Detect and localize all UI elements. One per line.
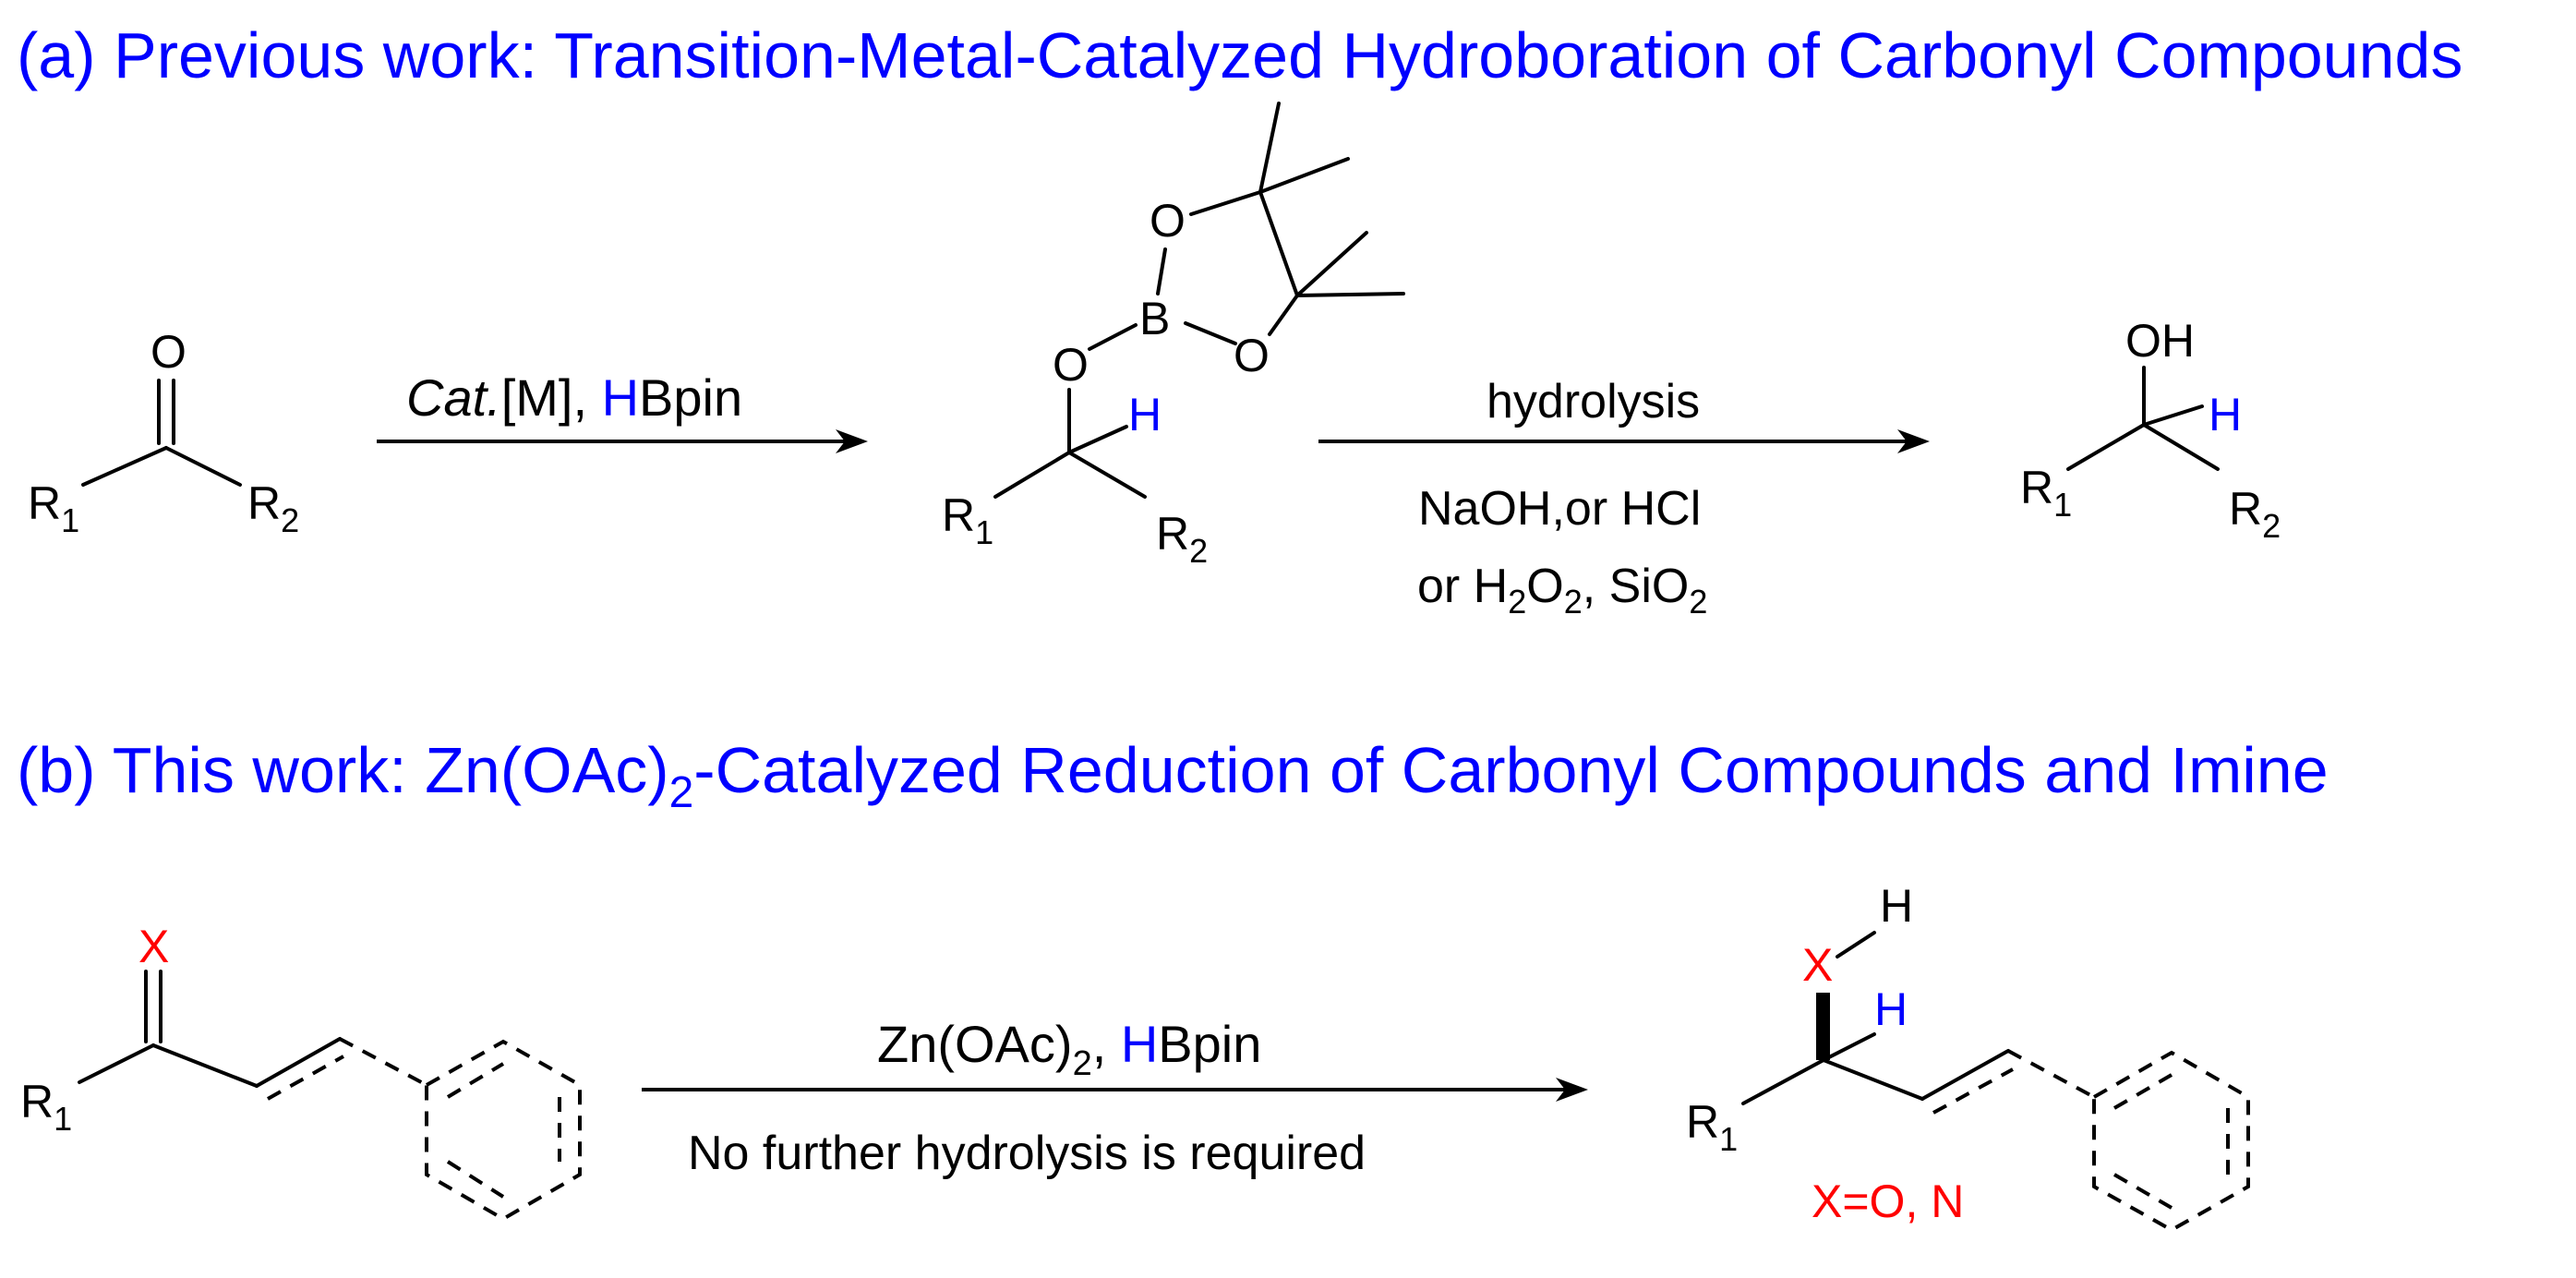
ketone-r2-bond (164, 446, 242, 487)
ester-r2: R2 (1156, 508, 1208, 570)
alcohol-r2-bond (2142, 423, 2220, 471)
methyl-1 (1258, 102, 1281, 194)
product-c-h-bond (1822, 1032, 1876, 1062)
product-x-h-bond (1836, 931, 1876, 958)
alcohol-c-h-bond (2142, 404, 2204, 427)
methyl-4 (1295, 292, 1405, 297)
methyl-2 (1258, 157, 1350, 194)
substrate-r1-bond (78, 1043, 155, 1084)
step2-above: hydrolysis (1487, 375, 1700, 428)
substrate-r1: R1 (20, 1076, 72, 1138)
ester-h: H (1128, 389, 1162, 440)
ester-r1-bond (993, 451, 1071, 499)
product-phenyl-inner-1 (2113, 1073, 2173, 1110)
substrate-alkene (255, 1037, 342, 1088)
product-structure: X H H R1 (1686, 880, 2250, 1233)
boron-atom: B (1139, 293, 1170, 344)
step2-below-1: NaOH,or HCl (1418, 482, 1701, 536)
arrow-2: hydrolysis NaOH,or HCl or H2O2, SiO2 (1318, 375, 1930, 621)
substrate-phenyl-ring (425, 1039, 582, 1222)
product-alkene (1920, 1049, 2010, 1101)
product-wedge-bond (1816, 993, 1830, 1060)
ketone-r1: R1 (28, 477, 79, 539)
alcohol-structure: OH H R1 R2 (2020, 315, 2281, 545)
ester-o-b-bond (1088, 323, 1138, 351)
product-c-c-bond (1822, 1058, 1924, 1101)
step2-below-2: or H2O2, SiO2 (1417, 560, 1707, 621)
substrate-alkene-dashed (267, 1055, 344, 1101)
methyl-3 (1295, 231, 1368, 297)
product-h: H (1874, 983, 1908, 1035)
substrate-phenyl-inner-1 (446, 1062, 505, 1099)
arrow-1-head (836, 429, 868, 453)
pin-cc-bond (1258, 190, 1299, 297)
ester-r1: R1 (942, 489, 993, 551)
step3-above: Zn(OAc)2, HBpin (877, 1015, 1261, 1083)
arrow-3-head (1556, 1078, 1588, 1102)
pin-b-otop-bond (1156, 247, 1167, 295)
product-phenyl-ring (2092, 1050, 2250, 1233)
substrate-x: X (138, 921, 169, 972)
substrate-phenyl-inner-3 (446, 1160, 505, 1199)
alcohol-r1: R1 (2020, 462, 2072, 524)
product-aryl-link (2007, 1049, 2095, 1099)
pin-c-oright-bond (1268, 294, 1299, 336)
ester-r2-bond (1067, 451, 1147, 499)
product-r1-bond (1741, 1058, 1825, 1105)
pin-oxygen-right: O (1234, 330, 1270, 381)
pin-oright-b-bond (1184, 321, 1237, 345)
pin-oxygen-top: O (1150, 195, 1186, 247)
arrow-3: Zn(OAc)2, HBpin No further hydrolysis is… (642, 1015, 1588, 1180)
arrow-1: Cat.[M], HBpin (377, 368, 868, 453)
heading-a: (a) Previous work: Transition-Metal-Cata… (17, 19, 2462, 91)
ester-oxygen: O (1053, 339, 1089, 391)
substrate-aryl-link (339, 1037, 427, 1087)
product-r1: R1 (1686, 1096, 1738, 1158)
borate-ester-structure: O B O O H R1 R2 (942, 102, 1405, 570)
step3-below: No further hydrolysis is required (688, 1127, 1366, 1180)
alcohol-r1-bond (2066, 423, 2146, 471)
alcohol-h: H (2209, 389, 2242, 440)
ketone-r1-bond (81, 446, 168, 487)
product-xh: H (1880, 880, 1913, 932)
step1-label: Cat.[M], HBpin (406, 368, 742, 427)
heading-b: (b) This work: Zn(OAc)2-Catalyzed Reduct… (17, 734, 2329, 817)
ketone-r2: R2 (247, 477, 299, 539)
x-definition: X=O, N (1812, 1176, 1964, 1227)
product-x: X (1802, 939, 1833, 991)
alcohol-oh: OH (2125, 315, 2195, 367)
substrate-structure: X R1 (20, 921, 582, 1222)
ketone-oxygen: O (150, 326, 187, 378)
alcohol-r2: R2 (2229, 483, 2281, 545)
ester-c-h-bond (1067, 425, 1128, 454)
ketone-structure: O R1 R2 (28, 326, 299, 539)
product-phenyl-inner-3 (2113, 1173, 2173, 1210)
substrate-c-c-bond (151, 1043, 259, 1088)
arrow-2-head (1897, 429, 1930, 453)
pin-otop-c-bond (1189, 190, 1262, 216)
product-alkene-dashed (1932, 1067, 2014, 1115)
